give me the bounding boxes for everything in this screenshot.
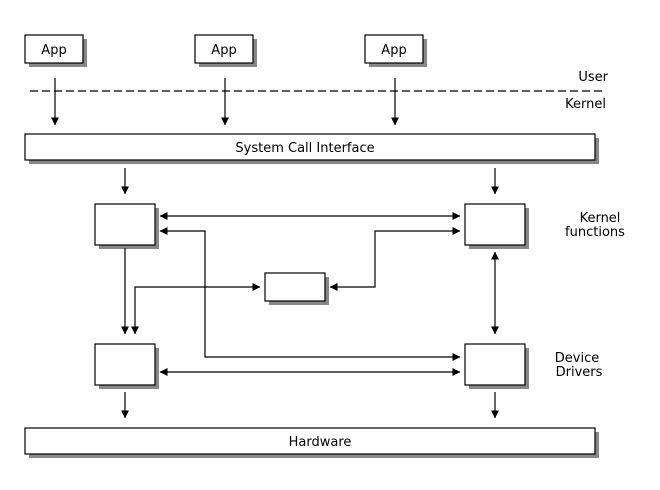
app-box-1: App [24,34,87,67]
user-space-label: User [578,70,608,85]
middle-function-to-left-driver-arrow [131,283,261,335]
kernel-functions-label-line1: Kernel [580,211,621,226]
kernel-functions-label-line2: functions [565,225,625,240]
hardware-label: Hardware [289,435,352,450]
kernel-function-box-middle [264,272,329,305]
device-driver-box-left [94,343,159,389]
kernel-function-box-right [464,203,529,249]
app-box-2: App [194,34,257,67]
app-box-3: App [364,34,427,67]
app-label-3: App [381,43,406,58]
app-label-2: App [211,43,236,58]
right-function-to-middle-arrow [329,227,461,291]
kernel-space-label: Kernel [565,97,606,112]
system-call-interface-label: System Call Interface [235,141,374,156]
app-label-1: App [41,43,66,58]
system-call-interface-box: System Call Interface [24,133,599,164]
hardware-box: Hardware [24,427,599,458]
device-drivers-label-line2: Drivers [556,365,603,380]
device-drivers-label-line1: Device [555,351,599,366]
device-driver-box-right [464,343,529,389]
kernel-function-box-left [94,203,159,249]
